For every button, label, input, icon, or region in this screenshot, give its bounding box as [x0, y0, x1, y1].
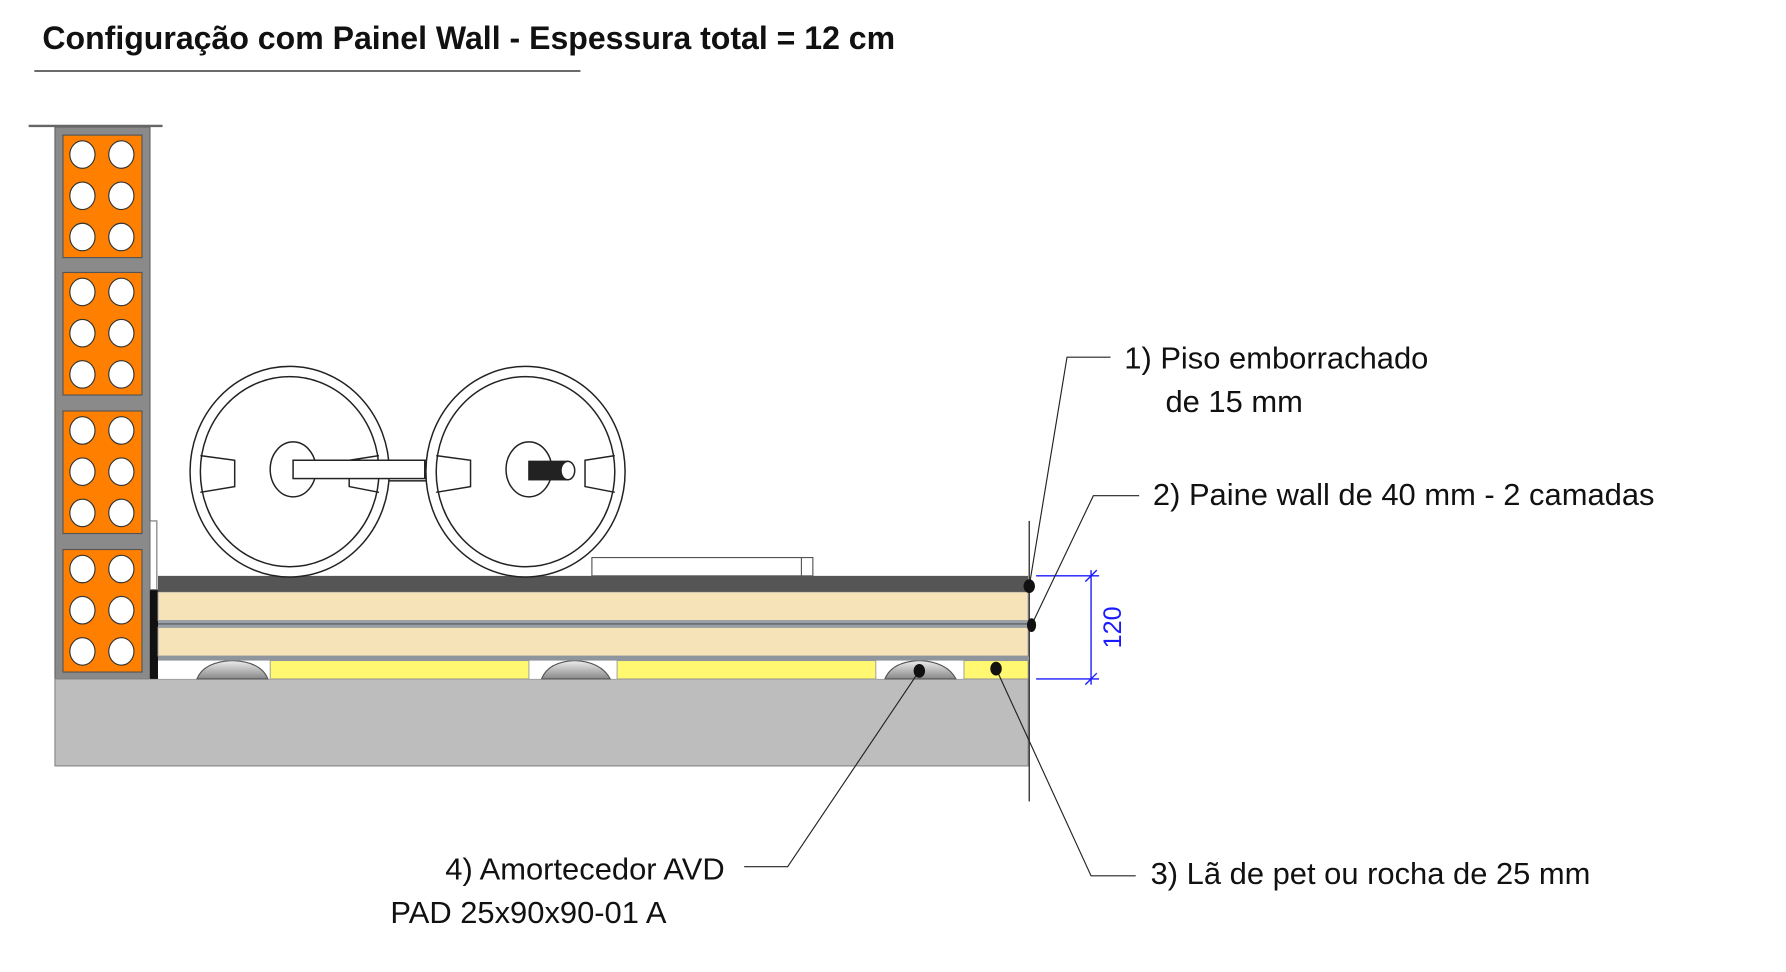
- panel-wall-layers: [157, 591, 1029, 661]
- brick-hole: [69, 595, 96, 625]
- brick-hole: [69, 554, 96, 584]
- brick-hole: [108, 360, 135, 389]
- brick-hole: [108, 595, 135, 625]
- brick-hole: [69, 318, 96, 348]
- brick-wall: [28, 124, 163, 680]
- dimension-value: 120: [1099, 606, 1127, 648]
- label-2: 2) Paine wall de 40 mm - 2 camadas: [1153, 477, 1655, 512]
- label-4-line1: 4) Amortecedor AVD: [445, 851, 724, 886]
- brick-hole: [108, 318, 135, 348]
- barbell-icon: [189, 365, 626, 578]
- concrete-slab: [54, 678, 1029, 767]
- label-1-line1: 1) Piso emborrachado: [1124, 341, 1428, 376]
- brick-hole: [69, 222, 96, 252]
- perimeter-strip: [149, 589, 158, 679]
- brick-hole: [69, 416, 96, 445]
- brick-hole: [108, 277, 135, 307]
- brick-hole: [108, 222, 135, 252]
- floor-block: [591, 556, 814, 577]
- brick-hole: [69, 140, 96, 169]
- wall-baseboard: [149, 520, 158, 591]
- brick-hole: [69, 457, 96, 486]
- thickness-dimension: [1036, 569, 1100, 686]
- brick-hole: [69, 637, 96, 666]
- label-1-line2: de 15 mm: [1165, 384, 1302, 419]
- brick-hole: [69, 181, 96, 211]
- label-3: 3) Lã de pet ou rocha de 25 mm: [1151, 856, 1591, 891]
- rubber-floor: [157, 575, 1029, 592]
- diagram-title: Configuração com Painel Wall - Espessura…: [42, 20, 895, 56]
- brick-hole: [108, 554, 135, 584]
- leader-dots: [913, 579, 1037, 678]
- label-4-line2: PAD 25x90x90-01 A: [390, 895, 666, 930]
- brick-hole: [108, 140, 135, 169]
- brick-hole: [108, 637, 135, 666]
- brick-hole: [108, 457, 135, 486]
- brick-hole: [69, 360, 96, 389]
- brick-hole: [69, 498, 96, 528]
- brick-hole: [69, 277, 96, 307]
- brick-hole: [108, 181, 135, 211]
- brick-hole: [108, 416, 135, 445]
- leader-lines: [744, 356, 1140, 877]
- brick-hole: [108, 498, 135, 528]
